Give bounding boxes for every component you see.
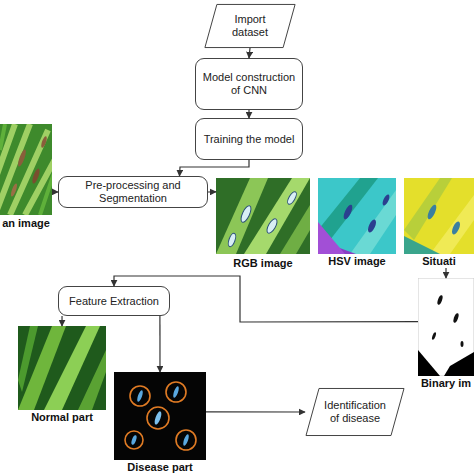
parallelogram-shape [205,4,295,47]
image-caption: HSV image [328,255,385,268]
image-panel: Binary im [418,278,474,390]
process-box: Pre-processing and Segmentation [58,176,208,208]
image-caption: Situati [422,255,456,268]
flow-connector [206,411,305,412]
image-caption: Binary im [421,377,471,390]
input-leaf-photo [0,124,52,215]
normal-part-image [18,326,106,410]
node-label: Training the model [204,133,295,146]
binary-leaf-image [418,278,474,376]
image-caption: Normal part [31,411,93,424]
process-box: Model construction of CNN [195,58,303,110]
hsv-leaf-image [318,178,396,254]
image-caption: Disease part [127,461,192,474]
node-label: Model construction of CNN [202,71,296,96]
node-label: Import dataset [219,13,281,38]
image-panel: Situati [404,178,474,268]
image-panel: Disease part [114,372,206,474]
flow-connector [249,48,250,58]
io-parallelogram: Identification of disease [305,388,405,436]
process-box: Training the model [195,118,303,160]
image-panel: RGB image [216,178,310,270]
flow-connector [159,316,160,372]
flow-connector [248,110,249,118]
rgb-leaf-photo [216,178,310,254]
saturation-leaf-image [404,178,474,254]
node-label: Pre-processing and Segmentation [65,179,201,204]
image-panel: HSV image [318,178,396,268]
image-panel: Normal part [18,326,106,424]
flow-connector [61,316,62,326]
flow-connector [445,268,446,278]
disease-part-image [114,372,206,460]
node-label: Feature Extraction [69,295,159,308]
node-label: Identification of disease [320,399,390,424]
flow-connector [208,191,216,192]
process-box: Feature Extraction [58,286,170,316]
image-caption: RGB image [233,257,292,270]
parallelogram-shape [306,388,404,435]
image-panel: an image [0,124,52,230]
io-parallelogram: Import dataset [204,4,296,48]
image-caption: an image [2,217,50,230]
flow-connector [180,160,250,176]
